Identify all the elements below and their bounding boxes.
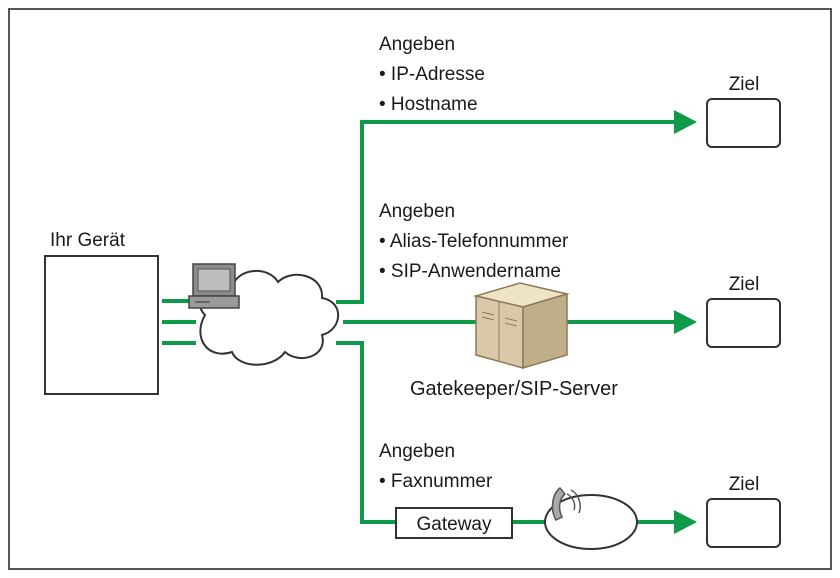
gateway-box (395, 507, 513, 539)
arrow-heads (674, 110, 697, 534)
destination-box-1 (706, 98, 781, 148)
arrow-head-top (674, 110, 697, 134)
destination-label-3: Ziel (729, 474, 760, 495)
arrow-head-bottom (674, 510, 697, 534)
route-ip-item-2: • Hostname (379, 94, 478, 115)
computer-icon (188, 263, 240, 309)
route-fax-heading: Angeben (379, 441, 455, 462)
server-icon (473, 282, 570, 370)
outer-frame (8, 8, 832, 570)
route-fax-item-1: • Faxnummer (379, 471, 493, 492)
device-box (44, 255, 159, 395)
route-lines (336, 120, 676, 524)
destination-box-2 (706, 298, 781, 348)
destination-box-3 (706, 498, 781, 548)
route-alias-item-1: • Alias-Telefonnummer (379, 231, 569, 252)
destination-label-2: Ziel (729, 274, 760, 295)
route-ip-item-1: • IP-Adresse (379, 64, 485, 85)
route-alias-item-2: • SIP-Anwendername (379, 261, 561, 282)
destination-label-1: Ziel (729, 74, 760, 95)
arrow-head-middle (674, 310, 697, 334)
phone-handset-icon (551, 486, 581, 521)
phone-network-ellipse (544, 494, 638, 550)
device-label: Ihr Gerät (50, 230, 126, 251)
server-label: Gatekeeper/SIP-Server (410, 378, 618, 400)
route-ip-heading: Angeben (379, 34, 455, 55)
gateway-label: Gateway (417, 514, 492, 535)
route-alias-heading: Angeben (379, 201, 455, 222)
